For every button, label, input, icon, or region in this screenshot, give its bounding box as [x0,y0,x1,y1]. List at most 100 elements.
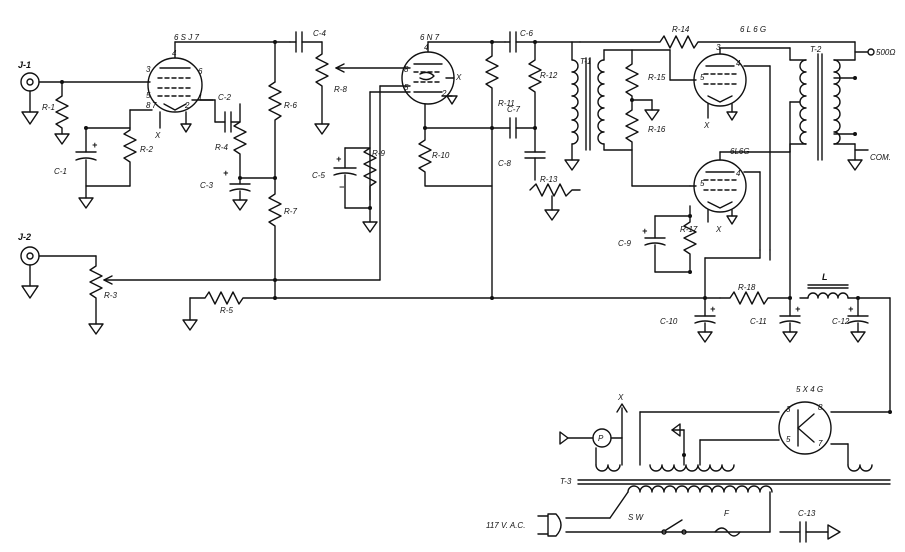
potentiometer-r3: R-3 [88,255,381,335]
capacitor-c3: + C-3 [200,168,251,211]
svg-text:5: 5 [146,91,151,100]
svg-text:+: + [795,304,801,314]
fuse-f: F [714,509,741,537]
capacitor-c1: + C-1 [54,127,98,209]
svg-text:C-10: C-10 [660,317,678,326]
svg-text:R-6: R-6 [284,101,297,110]
svg-text:X: X [715,225,722,234]
svg-text:C-7: C-7 [507,105,520,114]
capacitor-c8: C-8 [498,127,546,181]
svg-text:C-9: C-9 [618,239,631,248]
resistor-r12: R-12 [528,41,558,129]
svg-text:J-2: J-2 [18,232,31,242]
tube-5x4g: 5 X 4 G [778,385,832,455]
capacitor-c10: + C-10 [660,297,716,343]
svg-text:R-8: R-8 [334,85,347,94]
svg-text:C-1: C-1 [54,167,67,176]
svg-text:R-5: R-5 [220,306,233,315]
svg-text:X: X [455,73,462,82]
resistor-r18: R-18 [719,283,791,305]
svg-text:117 V. A.C.: 117 V. A.C. [486,521,525,530]
svg-text:P: P [598,434,604,443]
svg-text:5: 5 [700,179,705,188]
svg-text:5: 5 [786,435,791,444]
svg-text:L: L [822,272,828,282]
tube-6sj7: 6 S J 7 [147,33,203,113]
svg-text:R-2: R-2 [140,145,153,154]
svg-text:C-5: C-5 [312,171,325,180]
svg-text:+: + [223,168,229,178]
resistor-r2: R-2 [123,109,153,187]
tube-6n7: 6 N 7 [401,33,455,105]
svg-text:R-15: R-15 [648,73,666,82]
svg-text:3: 3 [716,43,721,52]
resistor-r7: R-7 [268,177,297,299]
svg-text:S W: S W [628,513,645,522]
resistor-r11: R-11 [485,41,515,299]
capacitor-c2: C-2 [199,93,241,133]
capacitor-c5: + − C-5 [312,147,357,209]
svg-text:R-11: R-11 [498,99,515,108]
svg-text:R-16: R-16 [648,125,666,134]
resistor-r1: R-1 [42,81,70,145]
resistor-r5: R-5 [189,291,276,315]
svg-text:C-13: C-13 [798,509,816,518]
jack-j2: J-2 [18,232,40,299]
resistor-r16: R-16 [625,99,666,151]
capacitor-c7: C-7 [491,105,536,139]
svg-text:R-13: R-13 [540,175,558,184]
svg-text:X: X [703,121,710,130]
svg-text:2: 2 [184,101,190,110]
resistor-r17: R-17 [680,205,698,273]
resistor-r9: R-9 [362,147,385,233]
svg-text:+: + [336,154,342,164]
transformer-t1: T-1 [571,57,605,151]
capacitor-c4: C-4 [289,29,326,53]
svg-text:R-3: R-3 [104,291,117,300]
mains-plug: 117 V. A.C. [486,513,562,537]
svg-text:R-9: R-9 [372,149,385,158]
svg-text:+: + [710,304,716,314]
svg-text:C-3: C-3 [200,181,213,190]
jack-j1: J-1 [18,60,40,125]
switch-sw: S W [628,513,687,535]
capacitor-c9: + C-9 [618,215,666,273]
svg-text:R-17: R-17 [680,225,698,234]
resistor-r4: R-4 [215,103,247,179]
choke-l: L [799,272,849,299]
svg-text:6 L 6 G: 6 L 6 G [740,25,766,34]
svg-text:+: + [642,226,648,236]
svg-text:R-12: R-12 [540,71,558,80]
svg-text:7: 7 [818,439,823,448]
svg-text:4: 4 [736,59,741,68]
svg-text:C-8: C-8 [498,159,511,168]
svg-text:6: 6 [198,67,203,76]
svg-text:3: 3 [786,405,791,414]
svg-text:X: X [617,393,624,402]
svg-text:+: + [848,304,854,314]
capacitor-c6: C-6 [504,29,536,53]
svg-text:3: 3 [146,65,151,74]
svg-text:C-4: C-4 [313,29,326,38]
svg-text:R-7: R-7 [284,207,297,216]
svg-text:COM.: COM. [870,153,891,162]
svg-text:F: F [724,509,730,518]
resistor-r10: R-10 [418,127,493,187]
svg-text:7: 7 [152,101,157,110]
transformer-t2: T-2 [799,45,841,161]
svg-text:4: 4 [424,43,429,52]
svg-text:R-18: R-18 [738,283,756,292]
svg-text:−: − [339,182,345,192]
svg-text:R-10: R-10 [432,151,450,160]
svg-text:C-12: C-12 [832,317,850,326]
svg-text:8: 8 [146,101,151,110]
resistor-r14: R-14 [579,25,856,49]
svg-text:C-11: C-11 [750,317,767,326]
svg-text:X: X [154,131,161,140]
label-j1: J-1 [18,60,31,70]
svg-text:C-2: C-2 [218,93,231,102]
svg-text:T-3: T-3 [560,477,572,486]
potentiometer-r13: R-13 [529,175,581,221]
svg-text:500Ω: 500Ω [876,48,895,57]
